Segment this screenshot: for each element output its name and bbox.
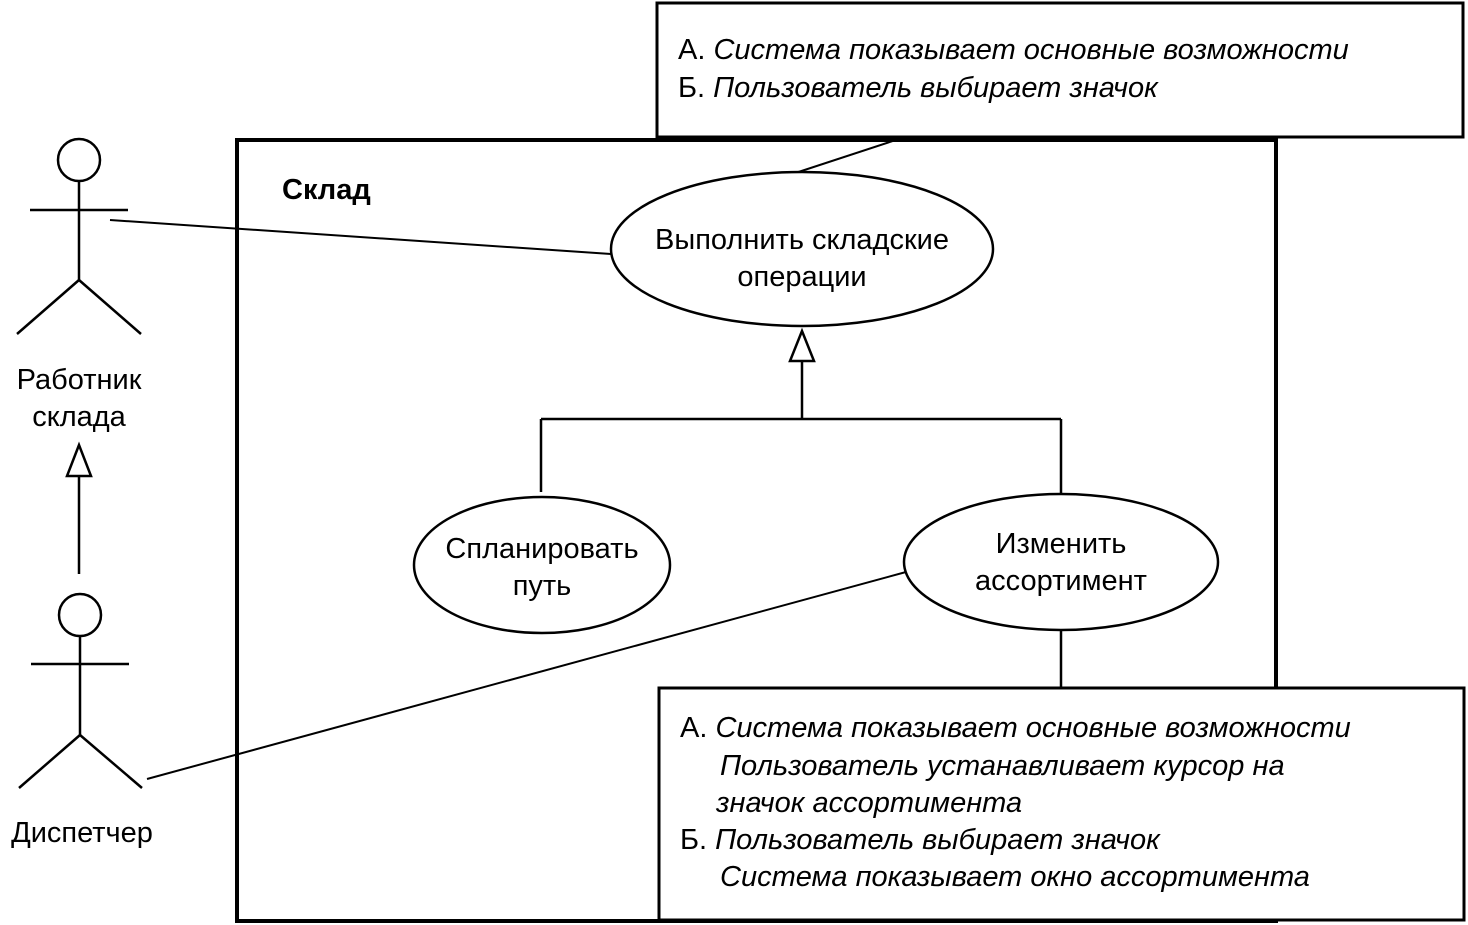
actor-worker-label-1: Работник [17, 364, 142, 396]
note-top [655, 1, 1465, 139]
use-case-change-label-2: ассортимент [975, 565, 1147, 597]
svg-text:А. Система показывает основные: А. Система показывает основные возможнос… [678, 34, 1349, 66]
note-top-line-2-text: Пользователь выбирает значок [713, 72, 1159, 104]
use-case-perform-label-2: операции [737, 261, 866, 293]
note-bottom-line-4-prefix: Б. [680, 824, 715, 856]
use-case-plan-route [412, 495, 672, 635]
use-case-perform-label-1: Выполнить складские [655, 224, 949, 256]
system-title: Склад [282, 174, 371, 206]
note-bottom-line-4-text: Пользователь выбирает значок [715, 824, 1161, 856]
use-case-change-label-1: Изменить [996, 528, 1127, 560]
note-top-line-1-text: Система показывает основные возможности [713, 34, 1348, 66]
actor-worker-label-2: склада [32, 401, 126, 433]
note-top-line-1-prefix: А. [678, 34, 713, 66]
actor-dispatcher-label: Диспетчер [11, 817, 153, 849]
note-bottom-line-1-prefix: А. [680, 712, 715, 744]
svg-text:А. Система показывает основные: А. Система показывает основные возможнос… [680, 712, 1351, 744]
note-bottom-line-1-text: Система показывает основные возможности [715, 712, 1350, 744]
use-case-plan-label-1: Спланировать [445, 533, 638, 565]
note-bottom-line-5-text: Система показывает окно ассортимента [720, 861, 1310, 893]
svg-text:Б. Пользователь выбирает значо: Б. Пользователь выбирает значок [680, 824, 1161, 856]
note-bottom [657, 686, 1466, 922]
association-worker-perform [109, 219, 612, 255]
note-bottom-text: А. Система показывает основные возможнос… [680, 712, 1351, 893]
note-bottom-line-3-text: значок ассортимента [715, 787, 1022, 819]
actor-generalization [65, 441, 93, 574]
note-bottom-line-2-text: Пользователь устанавливает курсор на [720, 750, 1285, 782]
actor-worker-figure [16, 137, 142, 335]
use-case-generalization [539, 327, 1063, 495]
association-dispatcher-change [146, 571, 907, 780]
svg-text:Б. Пользователь выбирает значо: Б. Пользователь выбирает значок [678, 72, 1159, 104]
use-case-perform-operations [609, 170, 995, 328]
note-top-line-2-prefix: Б. [678, 72, 713, 104]
use-case-change-assortment [902, 492, 1220, 632]
note-top-text: А. Система показывает основные возможнос… [678, 34, 1349, 104]
actor-dispatcher-figure [18, 592, 143, 789]
use-case-plan-label-2: путь [513, 570, 572, 602]
